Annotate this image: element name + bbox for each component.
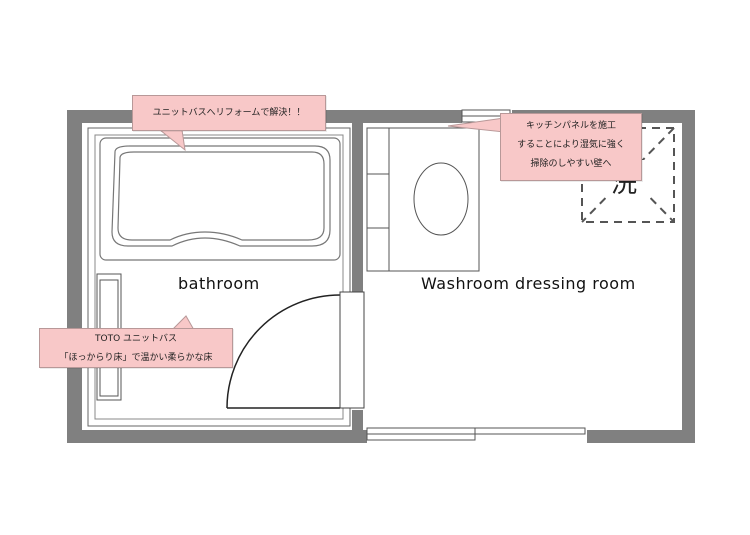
- washbasin: [388, 127, 480, 272]
- bathroom-label: bathroom: [178, 274, 260, 293]
- left-wall: [67, 110, 82, 443]
- callout-top-text: ユニットバスへリフォームで解決！！: [132, 95, 326, 131]
- unit-bath-frame: [87, 127, 351, 427]
- callout-right-text: キッチンパネルを施工 することにより湿気に強く 掃除のしやすい壁へ: [500, 113, 642, 181]
- callout-left-line-2: 「ほっからり床」で温かい柔らかな床: [59, 353, 213, 363]
- callout-right-line-2: することにより湿気に強く: [517, 140, 625, 150]
- callout-left-line-1: TOTO ユニットバス: [94, 334, 178, 344]
- callout-left-text: TOTO ユニットバス 「ほっからり床」で温かい柔らかな床: [39, 328, 233, 368]
- unit-bath-inner-frame: [94, 134, 344, 420]
- bathroom-door[interactable]: [226, 291, 365, 409]
- washroom-label: Washroom dressing room: [421, 274, 636, 293]
- callout-top: ユニットバスへリフォームで解決！！: [132, 95, 326, 131]
- callout-right-line-1: キッチンパネルを施工: [525, 121, 616, 131]
- callout-right: キッチンパネルを施工 することにより湿気に強く 掃除のしやすい壁へ: [500, 113, 642, 181]
- bathtub: [99, 137, 341, 261]
- sliding-door-bottom[interactable]: [366, 427, 586, 441]
- right-wall: [682, 110, 695, 443]
- partition-wall: [352, 123, 363, 430]
- callout-left: TOTO ユニットバス 「ほっからり床」で温かい柔らかな床: [39, 328, 233, 368]
- callout-right-line-3: 掃除のしやすい壁へ: [530, 159, 612, 169]
- storage-shelf: [366, 127, 390, 272]
